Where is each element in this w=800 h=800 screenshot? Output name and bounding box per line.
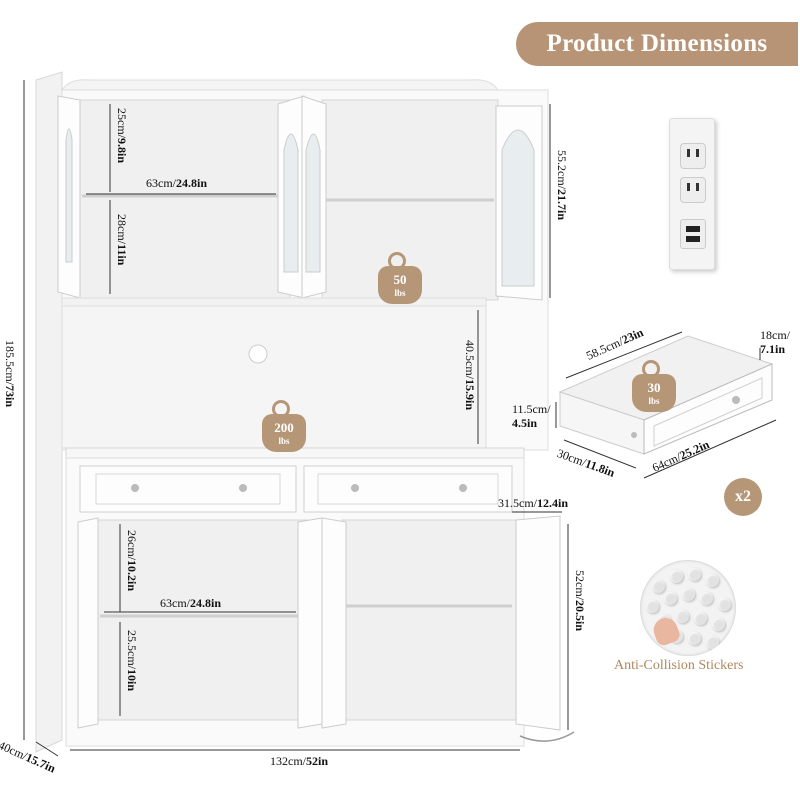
- weight-badge-middle: 200 lbs: [262, 400, 306, 452]
- lower-width: 63cm/24.8in: [160, 596, 222, 610]
- total-height: 185.5cm/73in: [3, 340, 17, 408]
- upper-shelf-top-height: 25cm/9.8in: [115, 108, 129, 164]
- weight-badge-drawer: 30 lbs: [632, 360, 676, 412]
- lower-depth: 31.5cm/12.4in: [498, 496, 569, 510]
- lower-shelf-top-height: 26cm/10.2in: [125, 530, 139, 592]
- weight-badge-upper: 50 lbs: [378, 252, 422, 304]
- weight-icon: 50 lbs: [378, 266, 422, 304]
- usb-port-icon: [680, 219, 706, 249]
- ac-socket-icon: [680, 177, 706, 203]
- drawer-front-height: 18cm/7.1in: [760, 328, 790, 356]
- weight-icon: 200 lbs: [262, 414, 306, 452]
- drawer-count-badge: x2: [724, 478, 762, 516]
- anti-collision-stickers-label: Anti-Collision Stickers: [614, 658, 744, 673]
- power-outlet-icon: [669, 118, 715, 270]
- drawer-height: 11.5cm/4.5in: [512, 402, 551, 430]
- lower-height: 52cm/20.5in: [573, 570, 587, 632]
- product-dimensions-banner: Product Dimensions: [516, 22, 798, 66]
- middle-height: 40.5cm/15.9in: [463, 340, 477, 411]
- ac-socket-icon: [680, 143, 706, 169]
- upper-height: 55.2cm/21.7in: [555, 150, 569, 221]
- anti-collision-sticker-image: [640, 560, 736, 656]
- lower-shelf-bottom-height: 25.5cm/10in: [125, 630, 139, 692]
- total-width: 132cm/52in: [270, 754, 329, 768]
- upper-width: 63cm/24.8in: [146, 176, 208, 190]
- upper-shelf-bottom-height: 28cm/11in: [115, 214, 129, 266]
- weight-icon: 30 lbs: [632, 374, 676, 412]
